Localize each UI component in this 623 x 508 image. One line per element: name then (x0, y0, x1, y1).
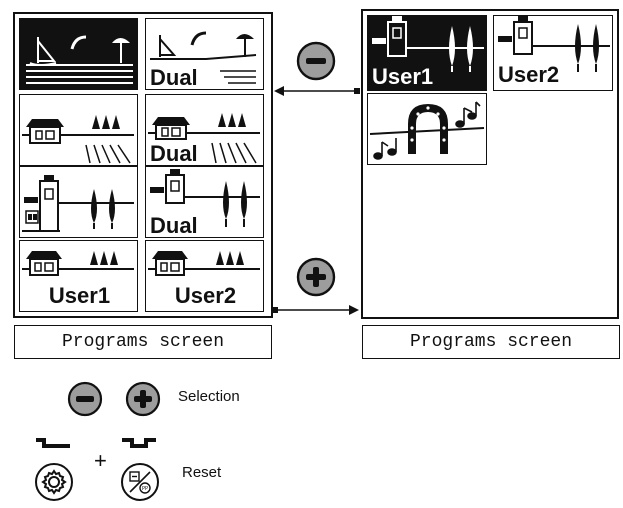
city-icon (498, 16, 610, 72)
tile-label: User2 (498, 62, 560, 87)
program-button-icon: PP (121, 463, 159, 501)
tile-label: Dual (150, 141, 198, 166)
minus-circle-icon (67, 381, 103, 417)
right-programs-screen: User1 User2 (361, 9, 619, 319)
left-programs-screen: Dual (13, 12, 273, 318)
tile-label: Dual (150, 65, 198, 90)
program-tile-city-dual[interactable]: Dual (145, 166, 264, 238)
program-tile-city-user2[interactable]: User2 (493, 15, 613, 91)
minus-circle-icon[interactable] (296, 41, 336, 81)
gear-icon (35, 463, 73, 501)
program-tile-house-field[interactable] (19, 94, 138, 166)
program-tile-city[interactable] (19, 166, 138, 238)
program-tile-house-field-dual[interactable]: Dual (145, 94, 264, 166)
city-icon (22, 175, 134, 232)
program-tile-house-user2[interactable]: User2 (145, 240, 264, 312)
house-icon (22, 251, 134, 276)
plus-circle-icon (125, 381, 161, 417)
plus-circle-icon[interactable] (296, 257, 336, 297)
tile-label: Dual (150, 213, 198, 238)
program-tile-horseshoe-music[interactable] (367, 93, 487, 165)
house-icon (148, 251, 260, 276)
press-release-indicator (36, 438, 70, 448)
tile-label: User1 (372, 64, 434, 89)
svg-text:PP: PP (142, 486, 148, 492)
beach-icon (150, 31, 257, 84)
tile-label: User1 (48, 283, 111, 308)
program-tile-beach-dual[interactable]: Dual (145, 18, 264, 90)
horseshoe-music-icon (369, 101, 485, 160)
tile-label: User2 (174, 283, 237, 308)
house-field-icon (22, 115, 134, 164)
selection-label: Selection (178, 388, 240, 405)
reset-label: Reset (182, 464, 222, 481)
plus-sign: + (94, 448, 107, 473)
city-icon (372, 16, 484, 72)
city-icon (150, 169, 260, 227)
beach-icon (26, 35, 133, 84)
program-tile-house-user1[interactable]: User1 (19, 240, 138, 312)
left-screen-caption: Programs screen (14, 325, 272, 359)
program-tile-beach[interactable] (19, 18, 138, 90)
program-tile-city-user1[interactable]: User1 (367, 15, 487, 91)
house-field-icon (148, 113, 260, 164)
press-release-indicator (122, 438, 156, 448)
right-screen-caption: Programs screen (362, 325, 620, 359)
